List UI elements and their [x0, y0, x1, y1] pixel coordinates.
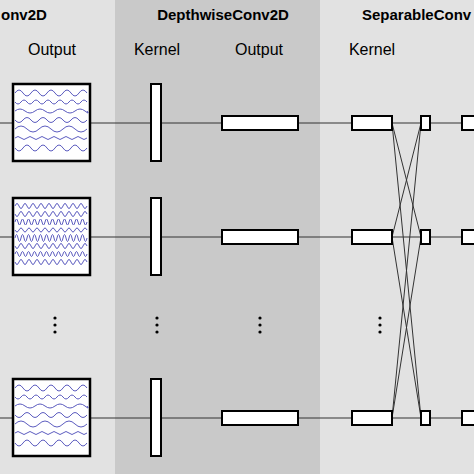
layer-panel: DepthwiseConv2D Kernel Output — [115, 0, 320, 474]
column-heading: Kernel — [134, 40, 180, 59]
column-heading: Output — [235, 40, 283, 59]
column-heading: Kernel — [349, 40, 395, 59]
layer-panel: onv2D Output — [0, 0, 115, 474]
layer-title: SeparableConv — [362, 6, 471, 24]
column-heading: Output — [28, 40, 76, 59]
layer-title: DepthwiseConv2D — [157, 6, 289, 24]
layer-panel: SeparableConvKernel — [320, 0, 474, 474]
layer-title: onv2D — [1, 6, 47, 24]
